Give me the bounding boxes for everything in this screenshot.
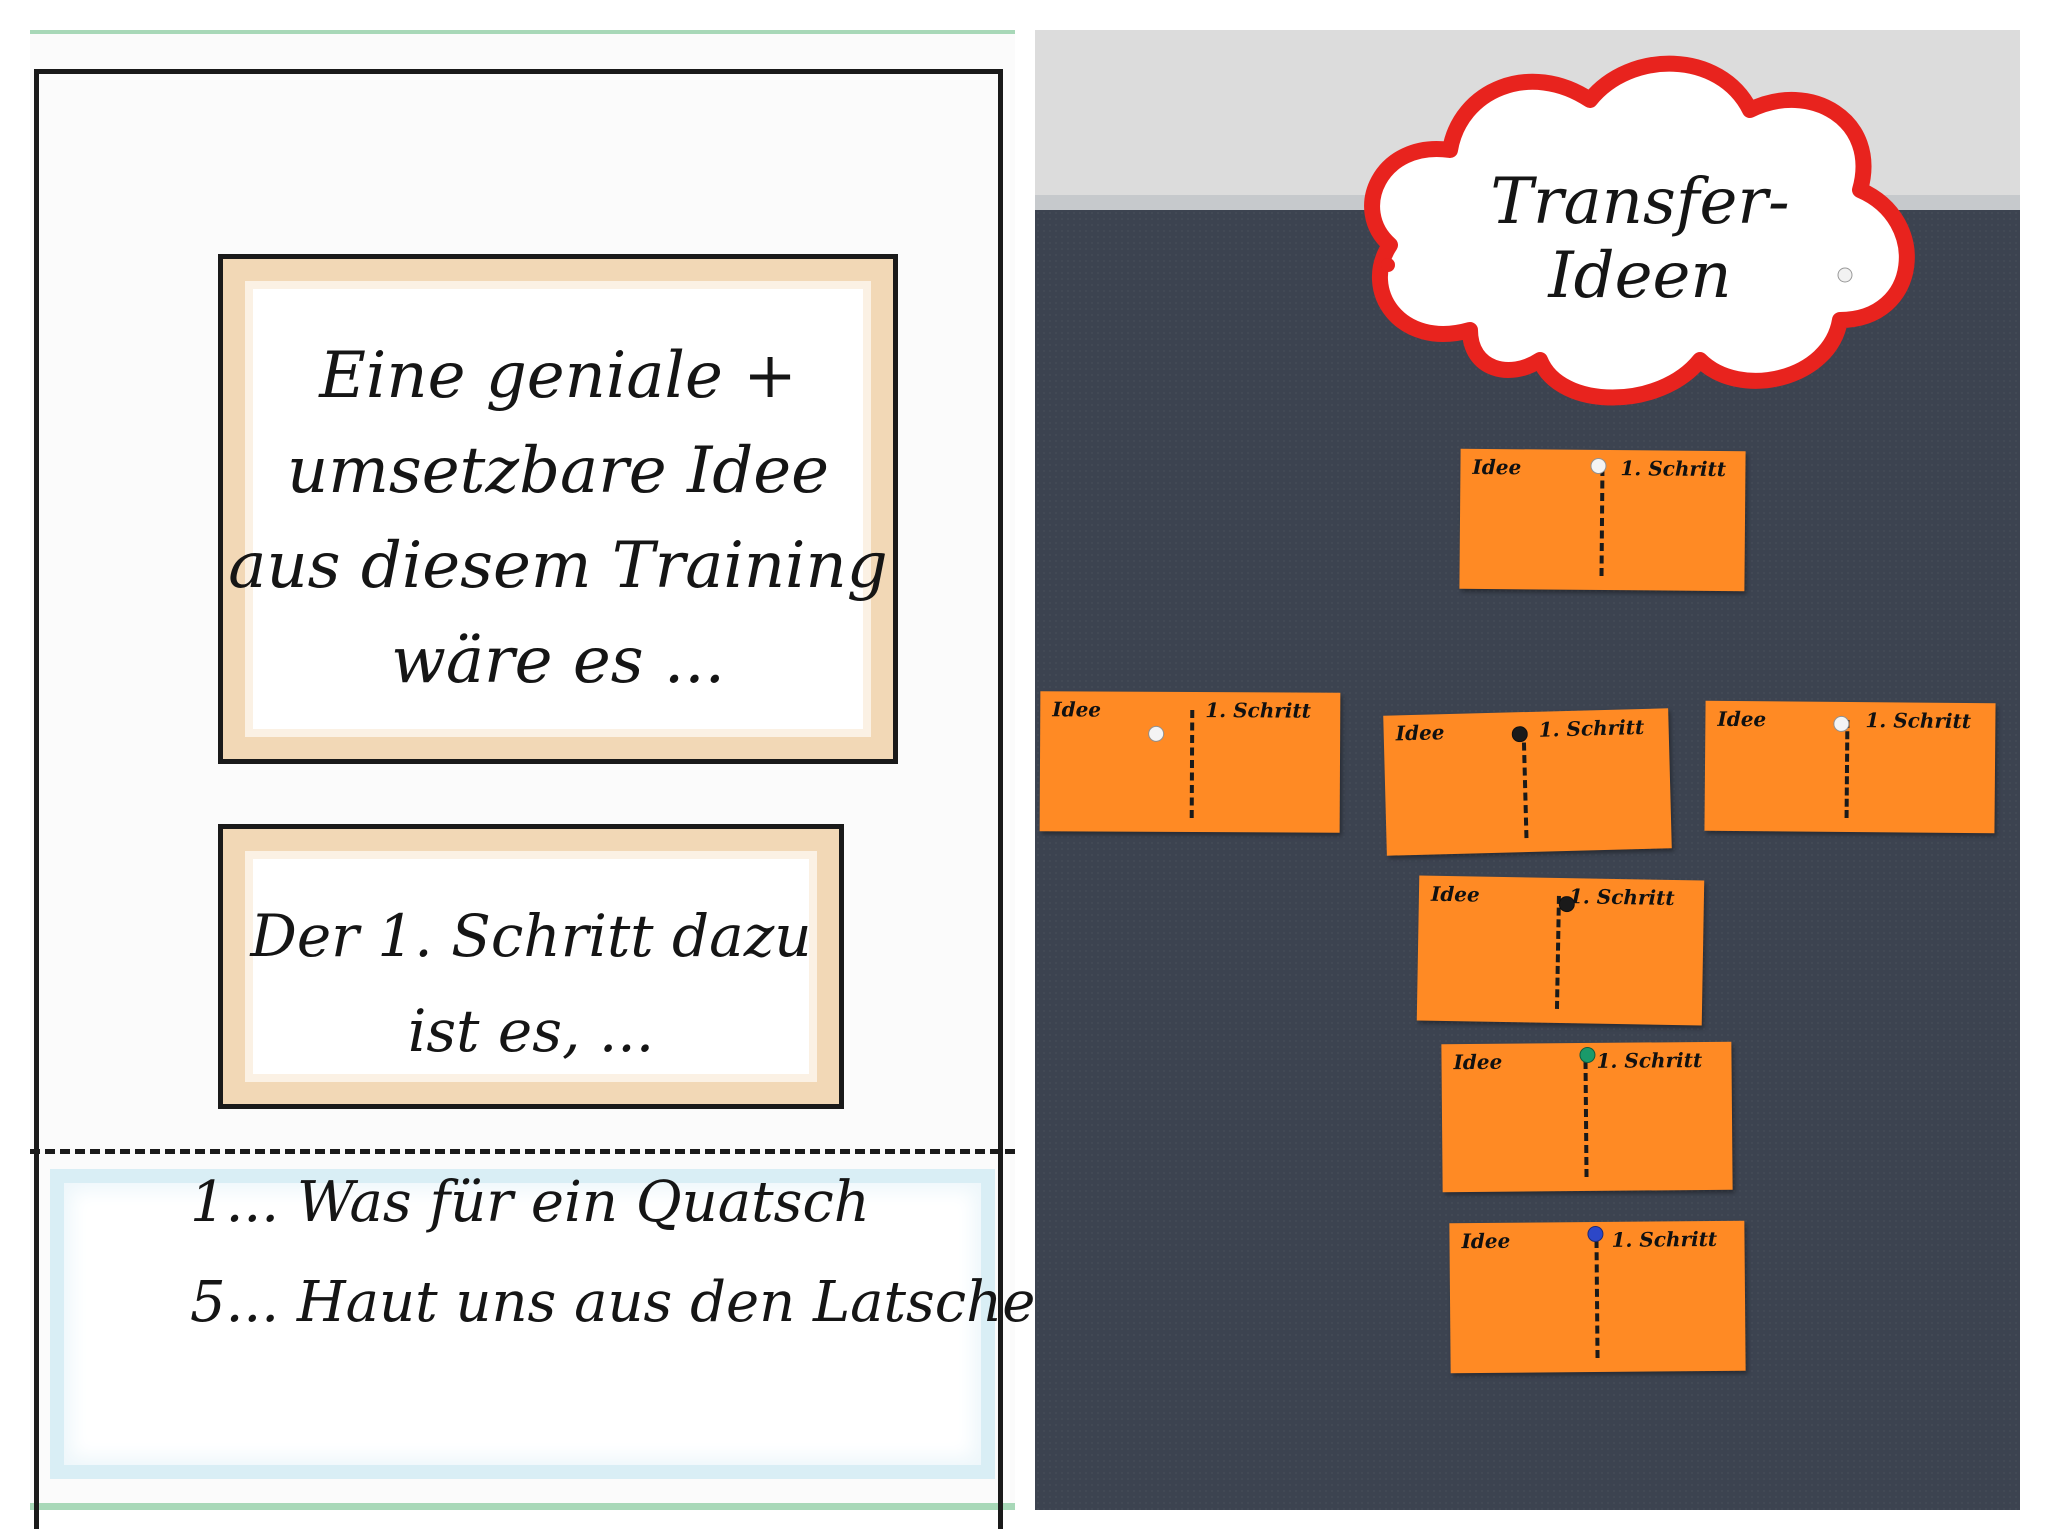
pin-blue-icon — [1587, 1225, 1604, 1243]
card-step-label: 1. Schritt — [1205, 698, 1311, 723]
rating-zone — [50, 1169, 995, 1479]
card-idea-label: Idee — [1461, 1228, 1511, 1254]
cloud-shape — [1364, 55, 1915, 406]
pin-white-icon — [1148, 725, 1165, 742]
card-idea-label: Idee — [1453, 1049, 1503, 1075]
card-divider — [1599, 467, 1605, 577]
card-idea-label: Idee — [1472, 454, 1522, 480]
pin-white-icon — [1590, 457, 1607, 475]
pin-black-icon — [1558, 895, 1575, 913]
card-step-label: 1. Schritt — [1611, 1226, 1718, 1252]
card-step-label: 1. Schritt — [1568, 884, 1675, 910]
step-prompt-text: Der 1. Schritt dazu ist es, ... — [223, 889, 839, 1079]
card-idea-label: Idee — [1395, 720, 1445, 746]
rating-low-text: 1... Was für ein Quatsch — [190, 1170, 870, 1235]
rating-high-text: 5... Haut uns aus den Latschen — [190, 1270, 1072, 1335]
idea-prompt-line: umsetzbare Idee — [287, 434, 829, 508]
idea-card: Idee 1. Schritt — [1449, 1220, 1746, 1374]
idea-card: Idee 1. Schritt — [1441, 1041, 1733, 1193]
idea-card: Idee 1. Schritt — [1416, 875, 1705, 1026]
card-divider — [1189, 710, 1195, 819]
card-divider — [1521, 730, 1529, 839]
card-step-label: 1. Schritt — [1620, 456, 1727, 482]
idea-card: Idee 1. Schritt — [1383, 708, 1672, 856]
pin-red-icon — [1381, 258, 1395, 272]
card-step-label: 1. Schritt — [1596, 1047, 1703, 1073]
card-step-label: 1. Schritt — [1865, 708, 1972, 734]
idea-card: Idee 1. Schritt — [1039, 691, 1341, 833]
flipchart-frame — [34, 69, 1003, 1529]
card-divider — [1844, 719, 1850, 818]
card-divider — [1583, 1060, 1589, 1178]
step-prompt-line: ist es, ... — [407, 997, 655, 1065]
board-title: Transfer-Ideen — [1490, 165, 1790, 313]
pin-green-icon — [1579, 1046, 1596, 1064]
flipchart-sheet: Eine geniale + umsetzbare Idee aus diese… — [30, 30, 1015, 1529]
card-divider — [1594, 1239, 1600, 1359]
card-divider — [1554, 895, 1561, 1009]
idea-prompt-line: Eine geniale + — [319, 339, 797, 413]
card-idea-label: Idee — [1430, 881, 1480, 907]
idea-prompt-card: Eine geniale + umsetzbare Idee aus diese… — [218, 254, 898, 764]
idea-prompt-line: aus diesem Training — [228, 529, 888, 603]
step-prompt-line: Der 1. Schritt dazu — [250, 902, 812, 970]
pin-white-icon — [1833, 715, 1850, 732]
idea-card: Idee 1. Schritt — [1704, 700, 1996, 834]
card-idea-label: Idee — [1717, 706, 1767, 732]
dashed-divider — [30, 1149, 1015, 1154]
idea-card: Idee 1. Schritt — [1459, 448, 1746, 592]
card-step-label: 1. Schritt — [1538, 714, 1645, 742]
idea-prompt-text: Eine geniale + umsetzbare Idee aus diese… — [223, 329, 893, 709]
idea-prompt-line: wäre es ... — [391, 624, 725, 698]
pin-white-icon — [1837, 267, 1853, 283]
step-prompt-card: Der 1. Schritt dazu ist es, ... — [218, 824, 844, 1109]
card-idea-label: Idee — [1052, 697, 1102, 722]
